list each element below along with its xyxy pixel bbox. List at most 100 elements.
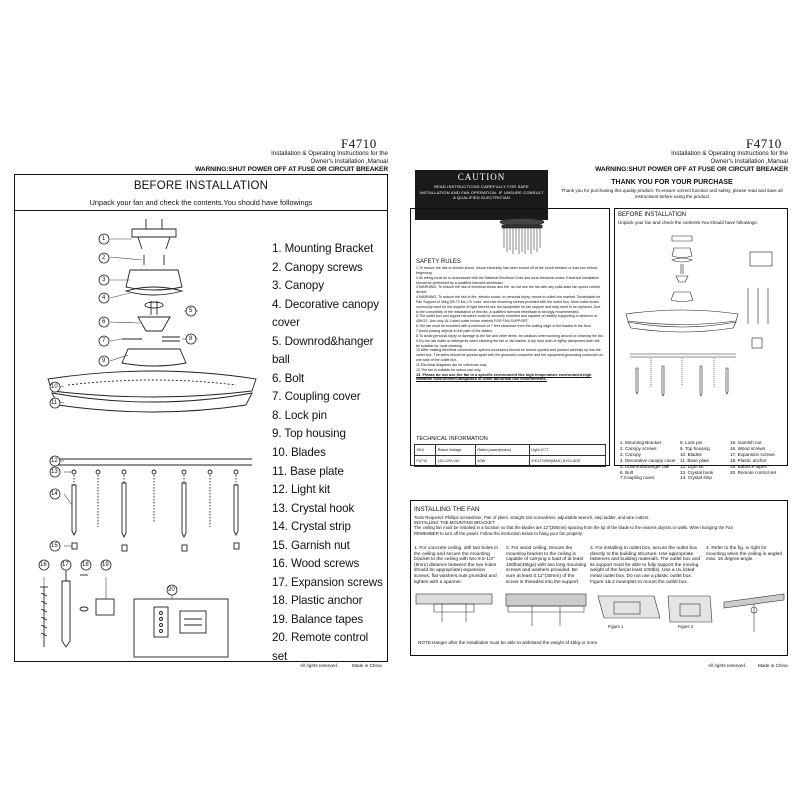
safety-rule: 3.WARNING: To reduce the risk of electri… [416, 285, 600, 295]
tech-header-cell: Rated power(motor) [474, 444, 530, 456]
before-part: 13. Crystal hook [680, 469, 714, 475]
before-part: 5. Downrod&hanger ball [620, 463, 670, 469]
before-part: 10. Blades [680, 451, 702, 457]
callout-2: 2 [102, 255, 106, 261]
install-text: Tools Required: Phillips screwdriver, Pa… [414, 515, 784, 536]
footer-made-in: Made in China [352, 663, 382, 668]
header-warning: WARNING:SHUT POWER OFF AT FUSE OR CIRCUI… [595, 166, 788, 174]
callout-6: 6 [102, 319, 106, 325]
canopy-drawing [125, 269, 183, 291]
install-step-2: 2. For wood ceiling, Secure the mounting… [506, 546, 587, 585]
callout-16: 16 [40, 562, 47, 568]
top-housing-drawing [121, 348, 187, 367]
safety-rule: 4.WARNING: To reduce the risk of fire, e… [416, 295, 601, 314]
safety-rule: 8.To avoid personal injury or damage to … [416, 333, 604, 338]
footer-made-in-right: Made in China [758, 663, 788, 668]
parts-list-item: 7. Coupling cover [272, 390, 361, 404]
before-part: 6. Bolt [620, 469, 634, 475]
parts-list-item: 15. Garnish nut [272, 538, 350, 552]
leader-lines [43, 238, 198, 599]
safety-title: SAFETY RULES [416, 259, 461, 265]
angled-ceiling-drawing [723, 593, 785, 632]
callout-20: 20 [168, 587, 175, 593]
tech-value-cell: 3*E12*25W(MAX) EXCLUDE [528, 455, 607, 467]
wood-ceiling-drawing [505, 593, 587, 626]
before-parts-col-2: 8. Lock pin 9. Top housing 10. Blades 11… [680, 440, 713, 481]
product-photo [499, 212, 545, 254]
header-line-1: Installation & Operating Instructions fo… [271, 150, 388, 157]
parts-list-item: 14. Crystal strip [272, 520, 351, 534]
parts-list-item: 3. Canopy [272, 279, 324, 293]
safety-rule: 11.Electrical diagrams are for reference… [416, 362, 487, 367]
safety-rule: 6.The fan must be mounted with a minimum… [416, 324, 592, 329]
before-frame [614, 208, 788, 466]
callout-10: 10 [51, 384, 58, 390]
before-part: 15. Garnish nut [730, 440, 762, 445]
caution-line: INSTALLATION AND FAN OPERATION. IF UNSUR… [419, 189, 544, 195]
install-title: INSTALLING THE FAN [414, 506, 480, 513]
safety-rule: 7.Avoid placing objects in the path of t… [416, 328, 494, 333]
model-number: F4710 [341, 136, 377, 151]
base-plate-drawing [51, 392, 253, 413]
parts-list-item: 8. Lock pin [272, 408, 327, 422]
install-tools: Tools Required: Phillips screwdriver, Pa… [414, 515, 650, 520]
safety-rule-bold: 13. Please do not use the fan in a speci… [416, 371, 592, 382]
callout-17: 17 [62, 562, 69, 568]
callout-14: 14 [51, 491, 58, 497]
callout-15: 15 [51, 543, 58, 549]
downrod-drawing [144, 301, 164, 315]
title-divider [14, 210, 388, 211]
parts-list-item: 19. Balance tapes [272, 612, 364, 626]
section-subtitle: Unpack your fan and check the contents.Y… [89, 198, 313, 207]
parts-list-item: 18. Plastic anchor [272, 594, 363, 608]
callout-4: 4 [102, 295, 106, 301]
blades-drawing [47, 370, 257, 398]
before-part: 19. Balance tapes [730, 463, 767, 469]
caution-box: CAUTION READ INSTRUCTIONS CAREFULLY FOR … [415, 170, 548, 220]
figure-2-label: Figure 2 [678, 624, 694, 629]
safety-rule: 1.To reduce the risk of electric shock, … [416, 266, 598, 275]
model-number-right: F4710 [746, 136, 782, 151]
header-line-2: Owner's Installation ,Manual [710, 158, 788, 166]
coupling-cover-drawing [137, 316, 171, 332]
install-note: NOTE:Hanger after the installation must … [418, 640, 598, 645]
header-line-2: Owner's Installation ,Manual [310, 158, 388, 166]
install-frame [410, 500, 788, 656]
parts-list-item: 12. Light kit [272, 483, 330, 497]
before-part: 17. Expansion screws [730, 451, 775, 457]
section-title: BEFORE INSTALLATION [133, 180, 269, 192]
caution-title: CAUTION [457, 172, 506, 182]
callout-13: 13 [51, 469, 58, 475]
callout-12: 12 [51, 458, 58, 464]
decorative-cover-drawing [124, 286, 184, 296]
before-diagram [625, 235, 773, 397]
parts-list-item: 13. Crystal hook [272, 501, 355, 515]
install-subtitle: INSTALLING THE MOUNTING BRACKET [414, 520, 495, 526]
before-part: 20. Remote control set [730, 469, 777, 475]
tech-title: TECHNICAL INFORMATION [416, 436, 488, 442]
header-line-1: Installation & Operating Instructions fo… [671, 150, 788, 157]
install-intro-1: The ceiling fan must be installed in a l… [414, 525, 733, 531]
safety-rules-list: 1.To reduce the risk of electric shock, … [416, 266, 604, 382]
before-part: 14. Crystal strip [680, 475, 712, 481]
parts-list-item: 16. Wood screws [272, 557, 360, 571]
safety-rule: 12.The fan is suitable for indoor use on… [416, 367, 482, 372]
before-part: 1. Mounting Bracket [620, 440, 661, 445]
tech-header-cell: SKU [413, 444, 437, 456]
figure-1-label: Figure 1 [608, 624, 624, 629]
parts-list-item: 11. Base plate [272, 464, 344, 478]
install-intro-2: REMEMBER to turn off the power. Follow t… [414, 530, 583, 536]
footer-rights-right: All rights reserved. [708, 663, 747, 668]
callout-8: 8 [189, 336, 193, 342]
thanks-text: Thank you for purchasing this quality pr… [561, 188, 783, 199]
mounting-bracket-drawing [131, 219, 177, 250]
callout-7: 7 [102, 338, 106, 344]
caution-text: READ INSTRUCTIONS CAREFULLY FOR SAFE INS… [415, 184, 548, 201]
callout-9: 9 [102, 358, 106, 364]
tech-header-cell: Light CCT [528, 444, 607, 456]
install-step-4: 4. Refer to the fig. in right for mounti… [706, 546, 783, 563]
page-header-right: Installation & Operating Instructions fo… [568, 150, 788, 175]
before-part: 9. Top housing [680, 445, 710, 451]
before-title: BEFORE INSTALLATION [618, 212, 687, 218]
